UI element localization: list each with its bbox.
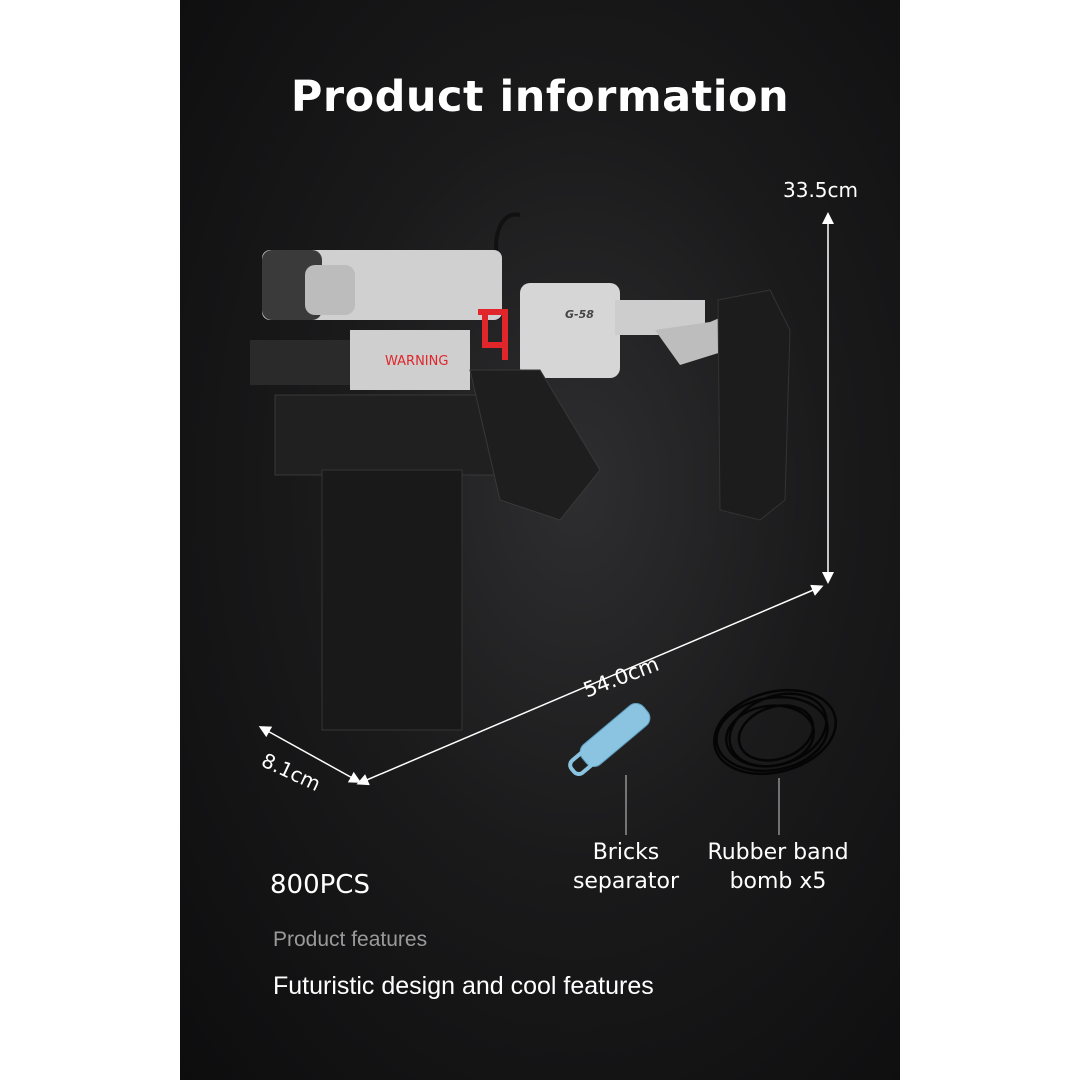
accessory-label-line1: Rubber band bbox=[707, 840, 849, 865]
height-label: 33.5cm bbox=[783, 178, 859, 202]
piece-count: 800PCS bbox=[270, 870, 370, 900]
rubber-bands-image bbox=[712, 688, 838, 776]
features-text: Futuristic design and cool features bbox=[273, 972, 654, 1000]
accessory-label-line2: bomb x5 bbox=[729, 869, 827, 894]
bricks-separator-image bbox=[568, 702, 651, 777]
accessory-rubber-band: Rubber band bomb x5 bbox=[700, 838, 856, 896]
model-marking: G-58 bbox=[565, 308, 594, 321]
product-panel bbox=[180, 0, 900, 1080]
accessory-label-line2: separator bbox=[572, 869, 680, 894]
blaster-model: WARNING G-58 bbox=[250, 212, 791, 731]
page-title: Product information bbox=[290, 72, 790, 122]
warning-marking: WARNING bbox=[385, 354, 448, 369]
accessory-bricks-separator: Bricks separator bbox=[566, 838, 686, 896]
features-label: Product features bbox=[273, 928, 428, 951]
width-dimension-line bbox=[258, 726, 362, 783]
length-dimension-line bbox=[356, 584, 824, 786]
accessory-label-line1: Bricks bbox=[592, 840, 660, 865]
